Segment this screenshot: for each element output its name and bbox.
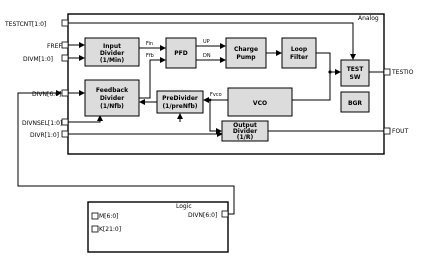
signal-fin: Fin xyxy=(139,41,166,51)
svg-text:SW: SW xyxy=(350,74,361,81)
svg-text:(1/Min): (1/Min) xyxy=(100,57,124,64)
divnsel-label: DIVNSEL[1:0] xyxy=(22,120,62,127)
feedback-divider-block: Feedback Divider (1/Nfb) xyxy=(84,79,140,117)
svg-text:M[6:0]: M[6:0] xyxy=(99,213,119,220)
svg-text:Pump: Pump xyxy=(236,54,256,61)
svg-text:DIVN[6:0]: DIVN[6:0] xyxy=(188,212,217,219)
testio-label: TESTIO xyxy=(391,69,414,76)
fout-label: FOUT xyxy=(392,128,409,135)
control-voltage-net xyxy=(292,52,341,101)
svg-text:Charge: Charge xyxy=(234,46,258,53)
svg-text:K[21:0]: K[21:0] xyxy=(99,226,121,233)
output-testio: TESTIO xyxy=(369,68,414,76)
logic-port-k: K[21:0] xyxy=(91,225,121,233)
input-divider-block: Input Divider (1/Min) xyxy=(84,37,140,67)
signal-fvco: Fvco xyxy=(203,92,228,134)
svg-text:Output: Output xyxy=(233,122,257,129)
test-sw-block: TEST SW xyxy=(340,59,370,87)
output-divider-block: Output Divider (1/R) xyxy=(221,120,269,142)
svg-text:VCO: VCO xyxy=(253,100,267,107)
divm-label: DIVM[1:0] xyxy=(23,56,53,63)
svg-text:PreDivider: PreDivider xyxy=(162,95,198,102)
svg-text:Divider: Divider xyxy=(100,50,124,57)
signal-dn: DN xyxy=(196,53,226,63)
svg-text:Filter: Filter xyxy=(290,54,308,61)
divn-label: DIVN[6:0] xyxy=(32,91,61,98)
analog-label: Analog xyxy=(358,15,379,22)
svg-text:(1/R): (1/R) xyxy=(237,134,254,141)
pfd-block: PFD xyxy=(165,37,197,69)
signal-ffb: Ffb xyxy=(139,53,166,99)
svg-text:(1/Nfb): (1/Nfb) xyxy=(100,103,124,110)
output-fout: FOUT xyxy=(268,127,409,135)
charge-pump-block: Charge Pump xyxy=(225,37,267,69)
signal-up: UP xyxy=(196,39,226,49)
logic-panel xyxy=(87,201,229,253)
svg-text:Input: Input xyxy=(103,43,121,50)
input-divnsel: DIVNSEL[1:0] xyxy=(22,115,103,127)
svg-text:Loop: Loop xyxy=(291,46,308,53)
svg-text:(1/preNfb): (1/preNfb) xyxy=(162,103,197,110)
divn-bus-wire xyxy=(17,90,235,215)
svg-text:Fin: Fin xyxy=(146,41,153,47)
vco-block: VCO xyxy=(227,87,293,117)
loop-filter-block: Loop Filter xyxy=(281,37,317,69)
input-testcnt: TESTCNT[1:0] xyxy=(4,19,356,60)
svg-text:Fvco: Fvco xyxy=(210,92,222,98)
logic-port-divn: DIVN[6:0] xyxy=(188,210,229,219)
svg-text:Feedback: Feedback xyxy=(96,87,129,94)
fref-label: FREF xyxy=(47,43,62,50)
divr-label: DIVR[1:0] xyxy=(30,132,59,139)
svg-text:Ffb: Ffb xyxy=(146,53,154,59)
svg-text:Divider: Divider xyxy=(100,95,124,102)
bgr-block: BGR xyxy=(340,91,370,113)
logic-label: Logic xyxy=(176,203,192,210)
input-divr: DIVR[1:0] xyxy=(30,130,223,139)
svg-text:PFD: PFD xyxy=(174,50,187,57)
logic-port-m: M[6:0] xyxy=(91,212,119,220)
input-divn: DIVN[6:0] xyxy=(32,89,85,98)
predivider-block: PreDivider (1/preNfb) xyxy=(156,90,204,114)
input-divm: DIVM[1:0] xyxy=(23,54,85,63)
svg-text:Divider: Divider xyxy=(233,128,257,135)
testcnt-label: TESTCNT[1:0] xyxy=(4,21,46,28)
svg-text:UP: UP xyxy=(203,39,210,45)
svg-text:TEST: TEST xyxy=(347,66,365,73)
svg-text:DN: DN xyxy=(203,53,211,59)
svg-text:BGR: BGR xyxy=(348,100,362,107)
input-fref: FREF xyxy=(47,41,85,50)
